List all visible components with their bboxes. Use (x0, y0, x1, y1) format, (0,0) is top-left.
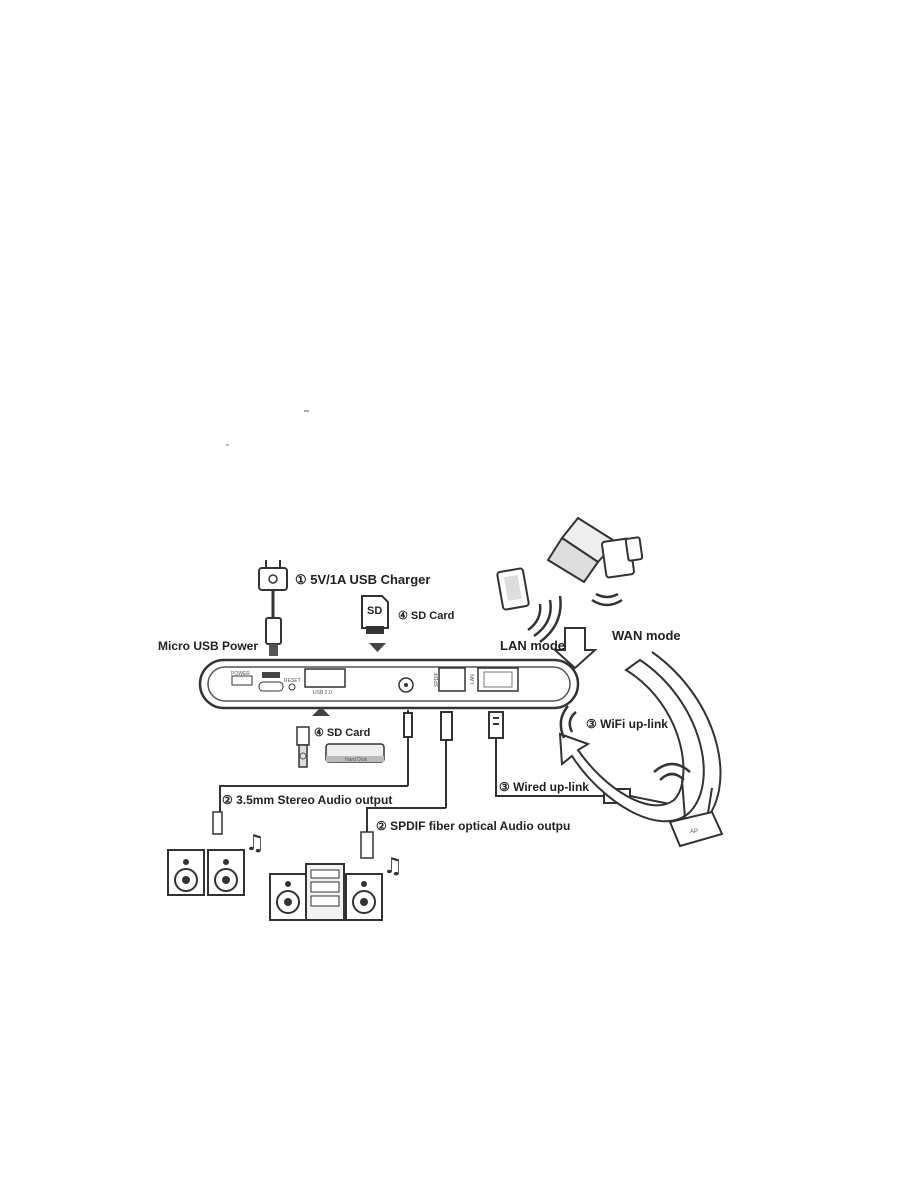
speaker-icon (167, 849, 245, 896)
sd-card-top-label: ④ SD Card (398, 610, 454, 622)
spdif-port (438, 667, 466, 692)
tablet-icon (601, 536, 644, 579)
power-port (231, 675, 253, 686)
streaming-device: POWER RESET USB 2.0 SPDIF LAN (198, 658, 580, 710)
spdif-port-label: SPDIF (434, 672, 440, 687)
sd-chip-label: SD (367, 605, 382, 617)
spdif-out-label: ② SPDIF fiber optical Audio outpu (376, 819, 570, 833)
sd-card-bottom-label: ④ SD Card (314, 727, 370, 739)
spdif-cable (366, 711, 453, 832)
music-note-icon: ♫ (383, 854, 403, 879)
hdd-label: Hard Disk (345, 757, 367, 763)
usb-stick-icon (296, 726, 310, 768)
hard-disk-icon: Hard Disk (325, 743, 385, 763)
power-port-label: POWER (231, 671, 250, 677)
wifi-signal-icon (527, 592, 623, 643)
stereo-plug (212, 811, 223, 835)
stereo-out-label: ② 3.5mm Stereo Audio output (222, 793, 392, 807)
router-label: AP (690, 829, 698, 835)
phone-icon (496, 567, 530, 611)
micro-usb-power-label: Micro USB Power (158, 639, 258, 653)
lan-port (477, 667, 519, 692)
usb-charger-icon (258, 560, 288, 656)
wan-mode-arrow (558, 658, 705, 823)
stereo-cable (219, 710, 413, 812)
router-icon: AP (668, 779, 724, 848)
wifi-uplink-waves (559, 705, 691, 781)
charger-label: ① 5V/1A USB Charger (295, 572, 430, 587)
reset-button (288, 683, 296, 691)
wifi-uplink-label: ③ WiFi up-link (586, 717, 668, 731)
music-note-icon: ♫ (245, 831, 265, 856)
stereo-system-icon (269, 863, 383, 921)
toggle-switch (262, 672, 280, 678)
usb-port (304, 668, 346, 688)
micro-usb-port (258, 681, 284, 692)
usb-port-label: USB 2.0 (313, 690, 332, 696)
wan-mode-label: WAN mode (612, 628, 681, 643)
wan-mode-arrow-inner (651, 651, 722, 827)
lan-mode-arrow (552, 627, 598, 670)
spdif-plug (360, 831, 374, 859)
sd-card-icon: SD (361, 595, 389, 652)
lan-port-label: LAN (470, 674, 476, 684)
wired-uplink-label: ③ Wired up-link (499, 780, 589, 794)
reset-label: RESET (284, 678, 301, 684)
insert-arrow-up (312, 707, 330, 716)
lan-mode-label: LAN mode (500, 638, 565, 653)
